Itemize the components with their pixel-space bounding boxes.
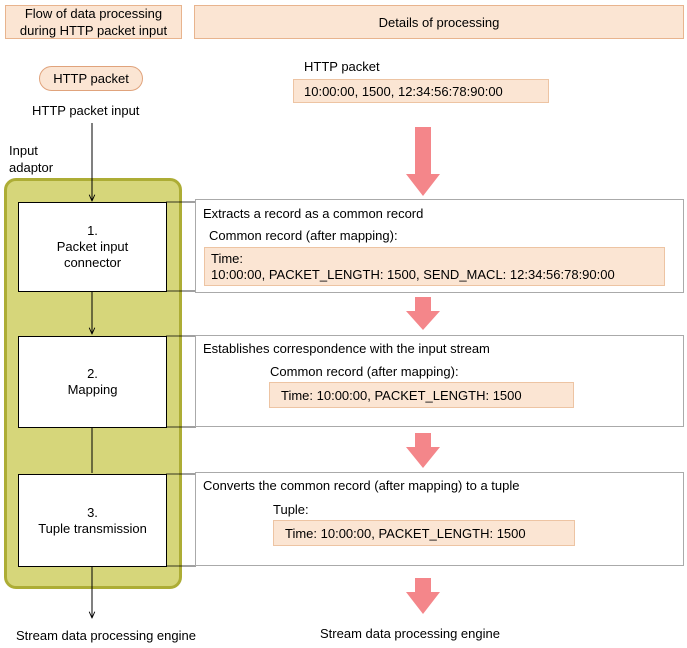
right-engine-label: Stream data processing engine xyxy=(320,626,500,641)
detail-box-2 xyxy=(195,335,684,427)
step-3-number: 3. xyxy=(87,504,98,520)
step-2-number: 2. xyxy=(87,366,98,381)
flow-header: Flow of data processing during HTTP pack… xyxy=(5,5,182,39)
flow-header-line2: during HTTP packet input xyxy=(19,23,168,38)
pink-arrow-3 xyxy=(406,433,440,468)
http-packet-value: 10:00:00, 1500, 12:34:56:78:90:00 xyxy=(293,79,549,103)
adaptor-label-line2: adaptor xyxy=(9,160,54,175)
pink-arrow-1 xyxy=(406,127,440,196)
flow-header-line1: Flow of data processing xyxy=(24,6,163,21)
step-3-line1: Tuple transmission xyxy=(38,520,147,536)
detail-1-title: Extracts a record as a common record xyxy=(203,206,424,221)
pink-arrow-2 xyxy=(406,297,440,330)
detail-1-subtitle: Common record (after mapping): xyxy=(209,228,398,243)
detail-1-value-line2: 10:00:00, PACKET_LENGTH: 1500, SEND_MACL… xyxy=(211,267,615,282)
left-engine-label: Stream data processing engine xyxy=(16,628,196,643)
http-packet-label: HTTP packet xyxy=(304,59,380,74)
details-header: Details of processing xyxy=(194,5,684,39)
step-mapping: 2. Mapping xyxy=(18,336,167,428)
detail-2-value: Time: 10:00:00, PACKET_LENGTH: 1500 xyxy=(269,382,574,408)
http-packet-input-label: HTTP packet input xyxy=(32,103,140,118)
detail-3-title: Converts the common record (after mappin… xyxy=(203,478,520,493)
detail-3-subtitle: Tuple: xyxy=(273,502,309,517)
pink-arrow-4 xyxy=(406,578,440,614)
http-packet-pill: HTTP packet xyxy=(39,66,143,91)
step-1-number: 1. xyxy=(87,223,98,238)
step-tuple-transmission: 3. Tuple transmission xyxy=(18,474,167,567)
detail-3-value: Time: 10:00:00, PACKET_LENGTH: 1500 xyxy=(273,520,575,546)
detail-1-value-line1: Time: xyxy=(211,251,244,266)
detail-box-3 xyxy=(195,472,684,566)
detail-2-subtitle: Common record (after mapping): xyxy=(270,364,459,379)
step-1-line1: Packet input xyxy=(56,239,129,254)
step-1-line2: connector xyxy=(63,255,122,270)
step-2-line1: Mapping xyxy=(67,382,118,397)
detail-2-title: Establishes correspondence with the inpu… xyxy=(203,341,490,356)
detail-1-value: Time: 10:00:00, PACKET_LENGTH: 1500, SEN… xyxy=(204,247,665,286)
step-packet-input-connector: 1. Packet input connector xyxy=(18,202,167,292)
adaptor-label-line1: Input xyxy=(9,143,38,158)
